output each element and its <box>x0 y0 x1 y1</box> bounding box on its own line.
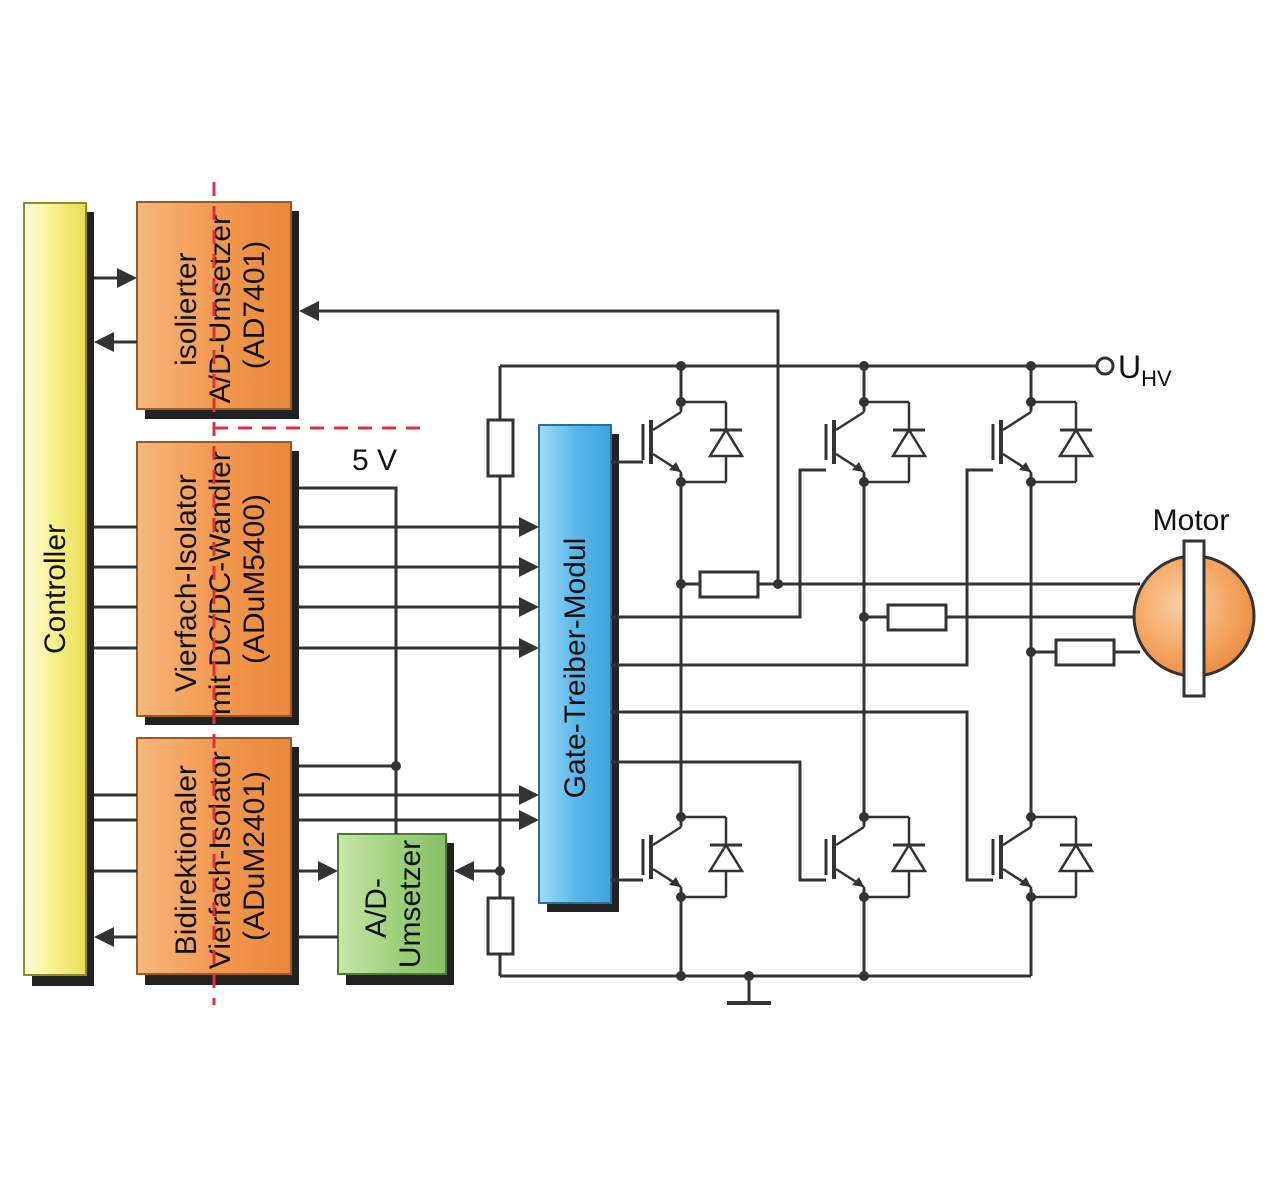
isolation-barrier <box>212 182 420 1005</box>
motor-shaft <box>1182 539 1206 698</box>
bidir-isolator-to-gate-driver <box>299 785 539 830</box>
igbt-high-1 <box>641 397 744 487</box>
isolated-adc-block: isolierter A/D-Umsetzer (AD7401) <box>136 201 299 419</box>
igbt-low-3 <box>991 812 1094 902</box>
divider-resistor-top <box>486 418 515 478</box>
voltage-divider <box>454 366 515 976</box>
gate-driver-block: Gate-Treiber-Modul <box>538 424 619 912</box>
controller-block: Controller <box>23 202 94 986</box>
shunt-resistor-phase-3 <box>1054 638 1116 667</box>
igbt-low-2 <box>824 812 927 902</box>
shunt-resistor-phase-2 <box>886 603 948 632</box>
controller-bidir-isolator-links <box>94 793 137 947</box>
bidir-isolator-line-2: Vierfach-Isolator <box>204 751 237 969</box>
adc-line-1: A/D- <box>360 878 393 938</box>
uhv-subscript: HV <box>1141 366 1172 391</box>
isolated-adc-line-3: (AD7401) <box>238 241 271 369</box>
phase-outputs <box>676 570 1140 667</box>
igbt-low-1 <box>641 812 744 902</box>
quad-isolator-block: Vierfach-Isolator mit DC/DC-Wandler (ADu… <box>136 441 299 725</box>
controller-label: Controller <box>39 524 72 654</box>
quad-isolator-line-1: Vierfach-Isolator <box>170 474 203 692</box>
uhv-label: U <box>1118 349 1141 385</box>
quad-isolator-line-2: mit DC/DC-Wandler <box>204 451 237 715</box>
motor-label: Motor <box>1153 504 1230 537</box>
adc-line-2: Umsetzer <box>394 840 427 968</box>
supply-5v-net: 5 V <box>299 444 401 834</box>
isolated-adc-line-2: A/D-Umsetzer <box>204 215 237 403</box>
hv-rail: UHV <box>500 349 1172 391</box>
bidir-isolator-line-1: Bidirektionaler <box>170 765 203 955</box>
igbt-high-3 <box>991 397 1094 487</box>
svg-text:UHV: UHV <box>1118 349 1172 391</box>
shunt-resistor-phase-1 <box>698 570 760 599</box>
quad-isolator-line-3: (ADuM5400) <box>238 494 271 664</box>
uhv-terminal <box>1095 356 1115 376</box>
motor: Motor <box>1132 504 1256 698</box>
gate-drive-lines <box>611 460 993 882</box>
bidirectional-isolator-block: Bidirektionaler Vierfach-Isolator (ADuM2… <box>136 737 299 985</box>
isolated-adc-line-1: isolierter <box>170 252 203 365</box>
adc-block: A/D- Umsetzer <box>337 833 454 985</box>
controller-isolated-adc-links <box>94 268 137 352</box>
gate-driver-label: Gate-Treiber-Modul <box>559 538 592 799</box>
ground-rail <box>500 971 1031 1005</box>
quad-isolator-to-gate-driver <box>299 517 539 658</box>
controller-quad-isolator-links <box>94 525 137 650</box>
divider-resistor-bottom <box>486 896 515 956</box>
svg-text:Vierfach-Isolator mit DC: Vierfach-Isolator mit DC/DC-Wandler (ADu… <box>170 443 271 715</box>
bidir-isolator-adc-links <box>299 861 338 939</box>
bidir-isolator-line-3: (ADuM2401) <box>238 771 271 941</box>
current-sense-feedback <box>299 301 780 584</box>
svg-text:A/D- Umsetzer: A/D- Umsetzer <box>360 840 427 968</box>
svg-text:Bidirektionaler Vierfach: Bidirektionaler Vierfach-Isolator (ADuM2… <box>170 743 271 969</box>
supply-5v-label: 5 V <box>352 444 397 477</box>
svg-text:isolierter A/D-Umsetzer: isolierter A/D-Umsetzer (AD7401) <box>170 207 271 404</box>
igbt-high-2 <box>824 397 927 487</box>
